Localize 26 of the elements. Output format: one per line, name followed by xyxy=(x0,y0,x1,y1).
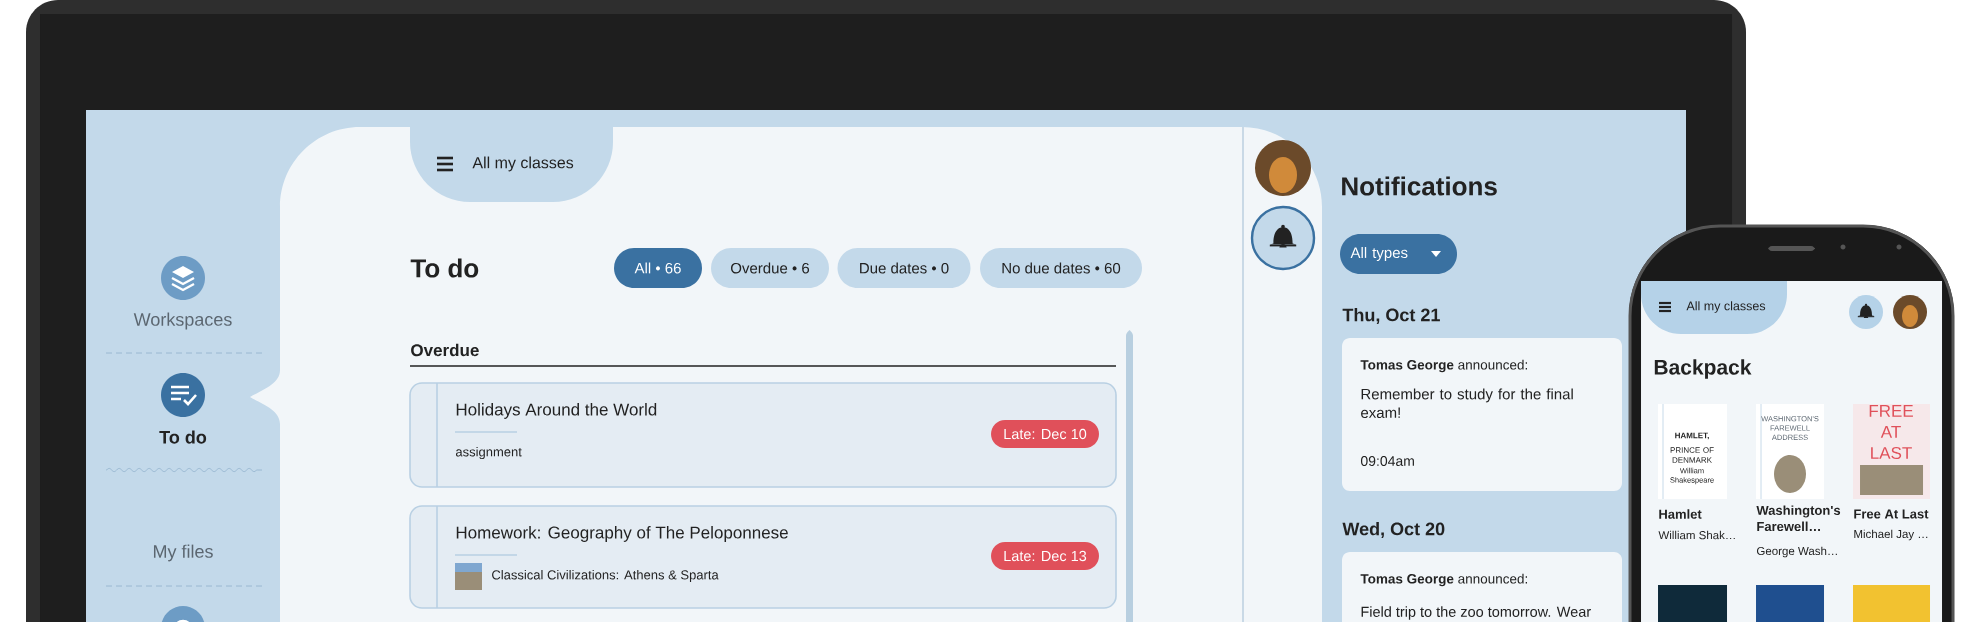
notification-card: Tomas George announced: Field trip to the zoo tomorrow. Wear xyxy=(1342,552,1622,622)
date-heading: Thu, Oct 21 xyxy=(1342,308,1440,324)
page-heading: To do xyxy=(410,258,479,278)
page-heading: Backpack xyxy=(1654,359,1752,379)
nav-label: My files xyxy=(154,544,213,562)
date-heading: Wed, Oct 20 xyxy=(1342,522,1445,538)
filter-chip: No due dates • 60 xyxy=(980,248,1142,288)
book-title: Hamlet xyxy=(1659,509,1702,519)
tab-bar: All my classes xyxy=(410,127,613,202)
book-author: William Shak… xyxy=(1658,530,1735,540)
nav-label: Workspaces xyxy=(133,312,232,330)
node-label: All my classes xyxy=(472,156,574,172)
nav-label: To do xyxy=(159,430,207,444)
notification-card: Tomas George announced: Remember to study for the final exam! 09:04am xyxy=(1342,338,1622,491)
book-author: George Wash… xyxy=(1757,546,1837,558)
dropdown-button: All types xyxy=(1340,234,1457,274)
book-author: Michael Jay … xyxy=(1854,529,1928,541)
late-badge: Late: Dec 10 xyxy=(991,420,1099,448)
panel-heading: Notifications xyxy=(1342,176,1497,196)
section-heading: Overdue xyxy=(411,343,479,357)
book-title: Free At Last xyxy=(1854,509,1929,519)
filter-chip: Overdue • 6 xyxy=(711,248,829,288)
book-title: Washington's Farewell… xyxy=(1756,505,1841,532)
late-badge: Late: Dec 13 xyxy=(991,542,1099,570)
book-cover: FREE AT LAST xyxy=(1853,404,1930,499)
filter-chip: Due dates • 0 xyxy=(837,248,971,288)
